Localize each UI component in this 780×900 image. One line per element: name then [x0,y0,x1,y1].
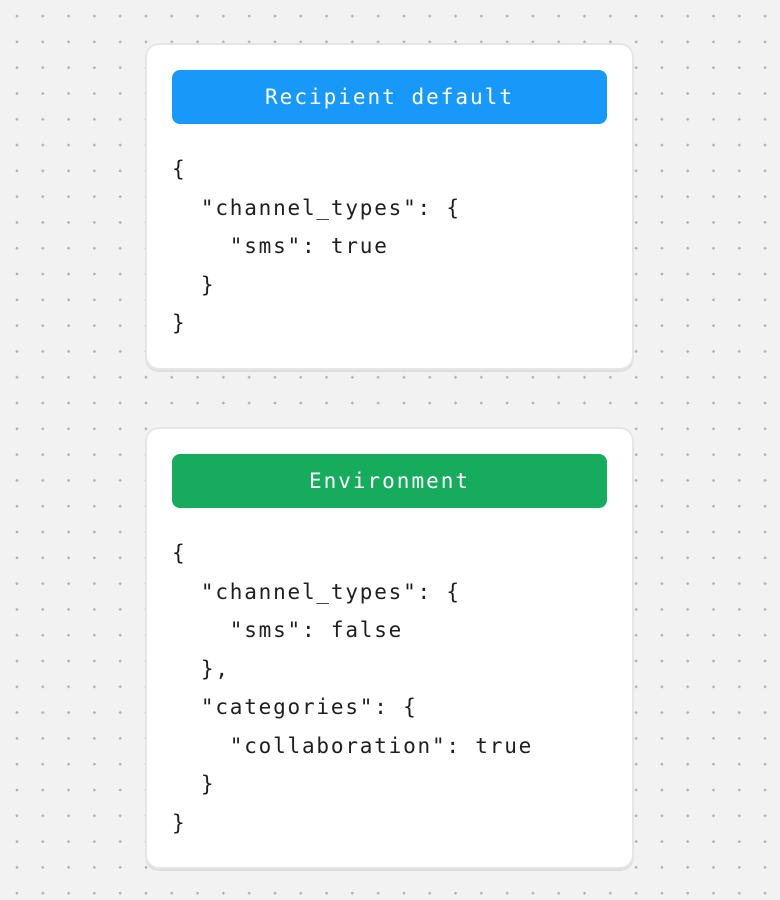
recipient-default-json-code: { "channel_types": { "sms": true } } [172,157,461,335]
recipient-default-title-badge: Recipient default [172,70,607,124]
environment-card: Environment { "channel_types": { "sms": … [145,427,634,869]
card-title-label: Environment [308,469,471,493]
environment-title-badge: Environment [172,454,607,508]
recipient-default-card: Recipient default { "channel_types": { "… [145,43,634,370]
environment-json-code: { "channel_types": { "sms": false }, "ca… [172,541,534,835]
card-title-label: Recipient default [265,85,514,109]
